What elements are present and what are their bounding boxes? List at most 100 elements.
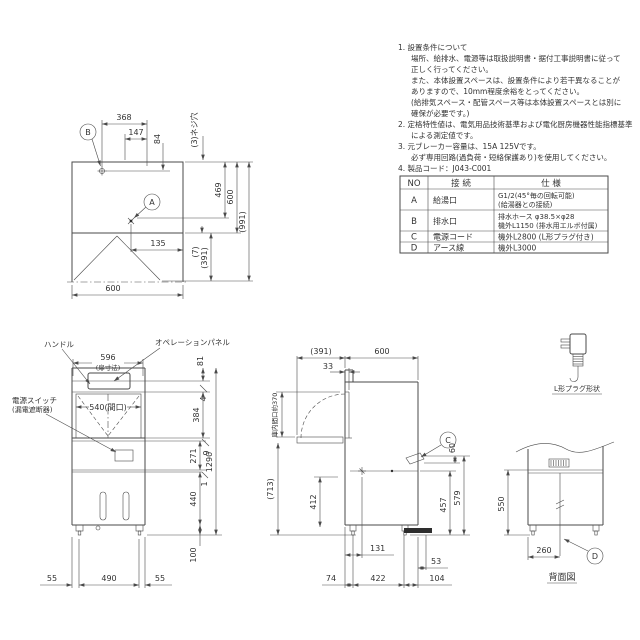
row-b-spec1: 排水ホース φ38.5×φ28 [498, 212, 574, 221]
dim-74: 74 [326, 574, 336, 583]
dim-81: 81 [196, 356, 205, 366]
spec-table: NO 接 続 仕 様 A 給湯口 G1/2(45°毎の回転可能) (給湯器との接… [399, 175, 609, 254]
plug-cord [569, 366, 579, 382]
dim-440: 440 [189, 491, 198, 506]
plug-body [569, 333, 587, 355]
dim-600-depth: 600 [226, 189, 235, 204]
dim-135: 135 [150, 239, 165, 248]
note-line: 確保が必要です。) [411, 108, 469, 118]
drain-hole-mark [97, 166, 107, 176]
callout-b: B [85, 128, 91, 137]
row-a-no: A [411, 196, 417, 206]
table-header-connection: 接 続 [451, 178, 471, 189]
note-line: 4. 製品コード：J043-C001 [398, 163, 492, 173]
table-row: B 排水口 排水ホース φ38.5×φ28 機外L1150 (排水用エルボ付属) [411, 212, 598, 230]
note-line: 必ず専用回路(過負荷・短絡保護あり)を使用してください。 [411, 152, 611, 162]
dim-457: 457 [439, 497, 448, 512]
dim-490: 490 [101, 574, 116, 583]
plug-boot [572, 353, 584, 367]
row-d-spec1: 機外L3000 [498, 243, 536, 253]
callout-a-circle [143, 193, 161, 211]
break-line [515, 441, 615, 453]
plug-prong [560, 338, 571, 343]
dim-422: 422 [370, 574, 385, 583]
dim-469: 469 [214, 182, 223, 197]
note-line: (給排気スペース・配管スペース等は本体設置スペースとは別に [411, 97, 621, 107]
callout-c-circle [439, 431, 457, 449]
operation-panel-label: オペレーションパネル [155, 338, 230, 347]
dim-991: (991) [238, 211, 247, 233]
dim-391-top: (391) [200, 247, 209, 269]
dim-384: 384 [192, 407, 201, 422]
drain-fitting-mark [358, 467, 394, 475]
plug-label: L形プラグ形状 [554, 384, 600, 393]
screw-note: (3)ネジ穴 [189, 112, 199, 147]
dim-60: 60 [448, 443, 457, 453]
callout-d: D [592, 552, 598, 561]
dim-33: 33 [323, 362, 333, 371]
row-b-connection: 排水口 [433, 216, 457, 226]
dim-104: 104 [429, 574, 444, 583]
dim-596: 596 [100, 353, 115, 362]
dim-55-left: 55 [47, 574, 57, 583]
row-c-connection: 電源コード [433, 233, 473, 242]
callout-b-leader [91, 138, 101, 167]
table-row: D アース線 機外L3000 [411, 243, 537, 254]
vent-slot [99, 491, 107, 521]
dim-door-note: (扉寸法) [96, 363, 121, 372]
dim-391-side: (391) [310, 347, 332, 356]
l-plug: L形プラグ形状 [552, 333, 602, 395]
row-c-no: C [411, 233, 417, 243]
note-line: 場所、給排水、電源等は取扱説明書・据付工事説明書に従って [411, 53, 621, 63]
cord-outlet [405, 452, 425, 465]
row-d-no: D [411, 244, 418, 254]
row-d-connection: アース線 [433, 243, 464, 253]
row-a-spec2: (給湯器との接続) [498, 200, 553, 209]
back-view-caption: 背面図 [548, 571, 575, 583]
table-row: C 電源コード 機外L2800 (L形プラグ付き) [411, 232, 594, 243]
dim-131: 131 [370, 544, 385, 553]
note-line: ありますので、10mm程度余裕をとってください。 [411, 86, 584, 96]
drain-elbow [404, 528, 432, 533]
callout-a-leader [133, 206, 147, 219]
back-view: 550 260 D 背面図 [497, 441, 615, 584]
dim-540: 540(間口) [89, 403, 127, 412]
vent-grille [548, 458, 570, 468]
dim-1290: 1290 [205, 452, 214, 472]
door-swing-line [116, 235, 161, 281]
table-header-no: NO [407, 179, 420, 189]
front-view: ハンドル オペレーションパネル 電源スイッチ (漏電遮断器) 596 (扉寸法)… [12, 338, 230, 588]
open-door [296, 436, 344, 444]
dim-600-side: 600 [374, 347, 389, 356]
dim-100: 100 [189, 547, 198, 562]
row-a-connection: 給湯口 [433, 195, 457, 205]
row-b-no: B [411, 217, 417, 227]
dim-opening: 庫内間口約370 [270, 393, 279, 438]
table-header-spec: 仕 様 [541, 178, 561, 189]
door-swing-line [73, 235, 118, 281]
dim-7: (7) [191, 246, 200, 257]
callout-a: A [149, 198, 155, 207]
power-switch-label: 電源スイッチ [12, 396, 57, 405]
side-view: 庫内間口約370 (713) (391) 600 33 412 C [266, 347, 470, 588]
dim-368: 368 [116, 113, 131, 122]
note-line: 2. 定格特性値は、電気用品技術基準および電化厨房機器性能指標基準 [398, 119, 633, 129]
dim-412: 412 [309, 494, 318, 509]
back-legs [529, 524, 600, 536]
note-line: 1. 設置条件について [398, 42, 467, 52]
dim-600-width: 600 [105, 284, 120, 293]
row-a-spec1: G1/2(45°毎の回転可能) [498, 191, 575, 200]
callout-b-circle [79, 123, 97, 141]
dim-260: 260 [536, 546, 551, 555]
screw-hole-mark [143, 158, 151, 166]
dim-4: 4 [199, 396, 208, 401]
door-swing-arc [300, 393, 346, 439]
dim-1: 1 [200, 481, 209, 486]
notes: 1. 設置条件について 場所、給排水、電源等は取扱説明書・据付工事説明書に従って… [398, 42, 633, 173]
dim-55-right: 55 [155, 574, 165, 583]
dim-713: (713) [266, 478, 275, 500]
dim-84: 84 [153, 134, 162, 144]
callout-c: C [445, 436, 451, 445]
note-line: 正しく行ってください。 [411, 64, 493, 74]
